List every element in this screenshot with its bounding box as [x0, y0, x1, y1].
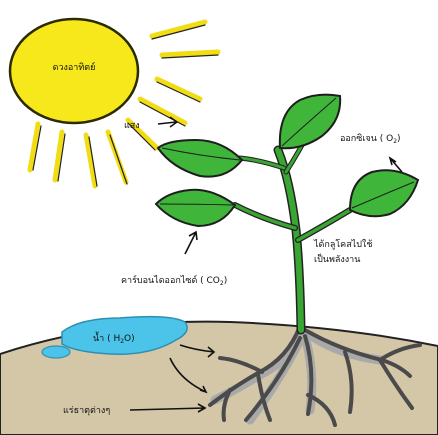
- leaf-right: [350, 170, 418, 216]
- minerals-label: แร่ธาตุต่างๆ: [63, 406, 110, 416]
- sun-label: ดวงอาทิตย์: [53, 61, 96, 73]
- co2-arrow: [185, 232, 197, 254]
- oxygen-label: ออกซิเจน ( O2): [340, 133, 401, 145]
- leaves: [156, 95, 418, 226]
- glucose-label-line2: เป็นพลังงาน: [314, 252, 360, 265]
- leaf-upper-left: [158, 140, 242, 177]
- glucose-label-line1: ได้กลูโคสไปใช้: [313, 239, 372, 250]
- light-label: แสง: [124, 121, 140, 131]
- water-label: น้ำ ( H2O): [93, 331, 135, 345]
- co2-label: คาร์บอนไดออกไซด์ ( CO2): [121, 274, 227, 287]
- stem: [235, 130, 350, 330]
- leaf-left: [156, 190, 235, 226]
